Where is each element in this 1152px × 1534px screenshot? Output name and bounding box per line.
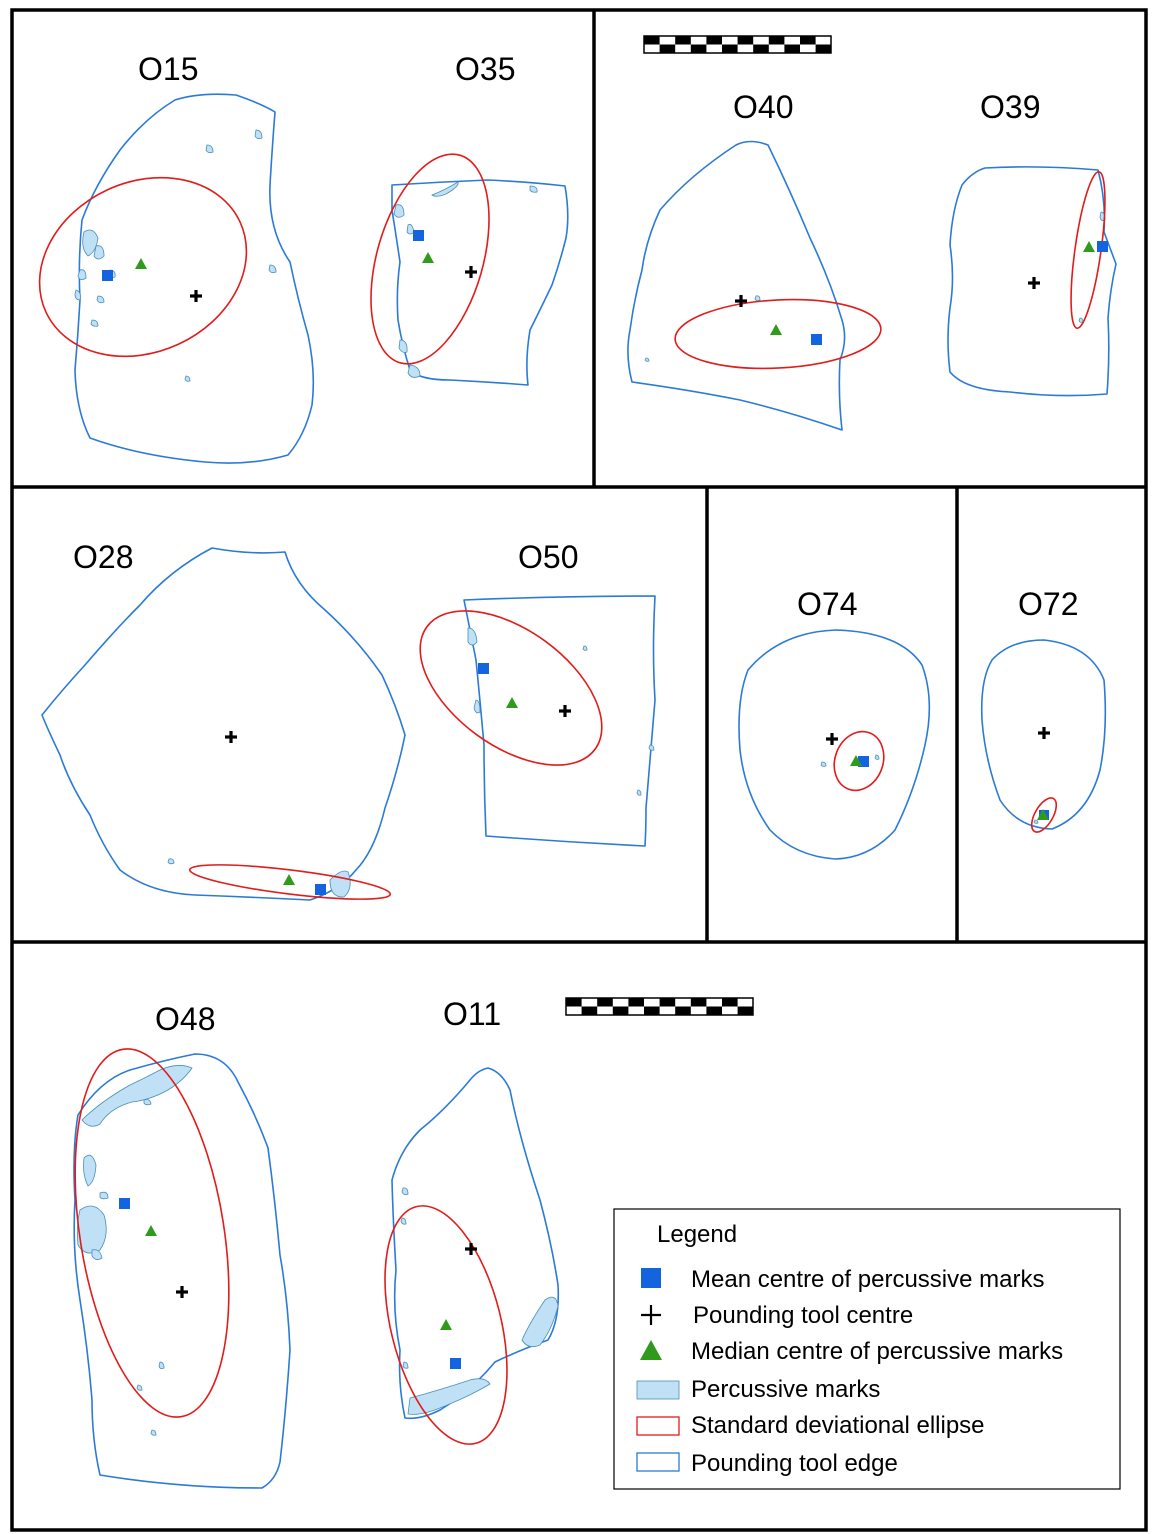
tool-edge-o39 [947, 166, 1117, 397]
specimen-o72 [980, 639, 1107, 833]
median-centre-o74 [850, 755, 862, 766]
tool-edge-o15 [74, 93, 315, 464]
specimen-o11 [384, 1067, 560, 1445]
sd-ellipse-o48 [74, 1048, 230, 1418]
mean-centre-o35 [413, 230, 424, 241]
sd-ellipse-o35 [370, 153, 490, 365]
label-o72: O72 [1018, 586, 1078, 622]
tool-edge-o74 [738, 629, 931, 860]
legend-cross-icon [641, 1305, 661, 1325]
label-o39: O39 [980, 89, 1040, 125]
specimen-o28 [41, 547, 406, 901]
specimen-o74 [738, 629, 931, 860]
tool-centre-o72 [1038, 727, 1050, 739]
tool-edge-o48 [73, 1053, 291, 1489]
legend-edge-icon [636, 1452, 680, 1472]
mean-centre-o74 [858, 756, 869, 767]
tool-edge-o50 [463, 595, 656, 847]
mean-centre-o48 [119, 1198, 130, 1209]
scale-bar-top [643, 35, 832, 54]
legend-label-edge: Pounding tool edge [691, 1450, 898, 1477]
label-o48: O48 [155, 1001, 215, 1037]
legend-label-median: Median centre of percussive marks [691, 1338, 1063, 1365]
mean-centre-o11 [450, 1358, 461, 1369]
mean-centre-o39 [1097, 241, 1108, 252]
tool-centre-o40 [735, 295, 747, 307]
tool-edge-o40 [627, 140, 846, 431]
outer-frame [10, 8, 1148, 1532]
scale-bar-bottom [565, 997, 754, 1016]
median-centre-o48 [145, 1225, 157, 1236]
tool-centre-o11 [465, 1243, 477, 1255]
sd-ellipse-o74 [833, 730, 885, 792]
median-centre-o50 [506, 697, 518, 708]
median-centre-o15 [135, 258, 147, 269]
tool-centre-o48 [176, 1286, 188, 1298]
specimen-o40 [627, 140, 882, 431]
median-centre-o28 [283, 874, 295, 885]
legend: Legend Mean centre of percussive marks P… [613, 1208, 1121, 1490]
legend-box [613, 1208, 1121, 1490]
label-o74: O74 [797, 586, 857, 622]
legend-title: Legend [657, 1221, 737, 1248]
label-o15: O15 [138, 51, 198, 87]
mean-centre-o28 [315, 884, 326, 895]
legend-mean-square-icon [641, 1268, 661, 1288]
median-centre-o11 [440, 1319, 452, 1330]
median-centre-o35 [422, 252, 434, 263]
legend-label-tool-centre: Pounding tool centre [693, 1302, 913, 1329]
sd-ellipse-o72 [1030, 797, 1058, 833]
sd-ellipse-o50 [419, 610, 603, 766]
tool-centre-o74 [826, 733, 838, 745]
specimen-o39 [947, 166, 1117, 397]
legend-label-marks: Percussive marks [691, 1376, 880, 1403]
tool-edge-o28 [41, 547, 406, 901]
panel-frames [10, 8, 1148, 1532]
mean-centre-o50 [478, 663, 489, 674]
mean-centre-o15 [102, 270, 113, 281]
tool-edge-o35 [391, 179, 569, 386]
sd-ellipse-o28 [188, 864, 392, 900]
label-o11: O11 [443, 996, 501, 1032]
label-o28: O28 [73, 539, 133, 575]
specimen-o35 [370, 153, 569, 386]
specimen-o48 [73, 1048, 291, 1489]
tool-centre-o15 [190, 290, 202, 302]
legend-patch-icon [636, 1380, 680, 1400]
tool-centre-o39 [1028, 277, 1040, 289]
legend-ellipse-icon [636, 1416, 680, 1436]
label-o40: O40 [733, 89, 793, 125]
legend-triangle-icon [640, 1340, 662, 1360]
label-o50: O50 [518, 539, 578, 575]
tool-centre-o28 [225, 731, 237, 743]
specimen-o15 [38, 93, 315, 464]
mean-centre-o40 [811, 334, 822, 345]
median-centre-o40 [770, 324, 782, 335]
median-centre-o72 [1037, 809, 1049, 820]
specimen-o50 [419, 595, 656, 847]
tool-centre-o35 [465, 266, 477, 278]
sd-ellipse-o15 [38, 176, 248, 358]
tool-centre-o50 [559, 705, 571, 717]
sd-ellipse-o40 [674, 298, 882, 370]
legend-label-mean: Mean centre of percussive marks [691, 1266, 1044, 1293]
sd-ellipse-o11 [384, 1205, 508, 1445]
label-o35: O35 [455, 51, 515, 87]
median-centre-o39 [1083, 241, 1095, 252]
tool-edge-o11 [391, 1067, 560, 1420]
legend-label-ellipse: Standard deviational ellipse [691, 1412, 985, 1439]
